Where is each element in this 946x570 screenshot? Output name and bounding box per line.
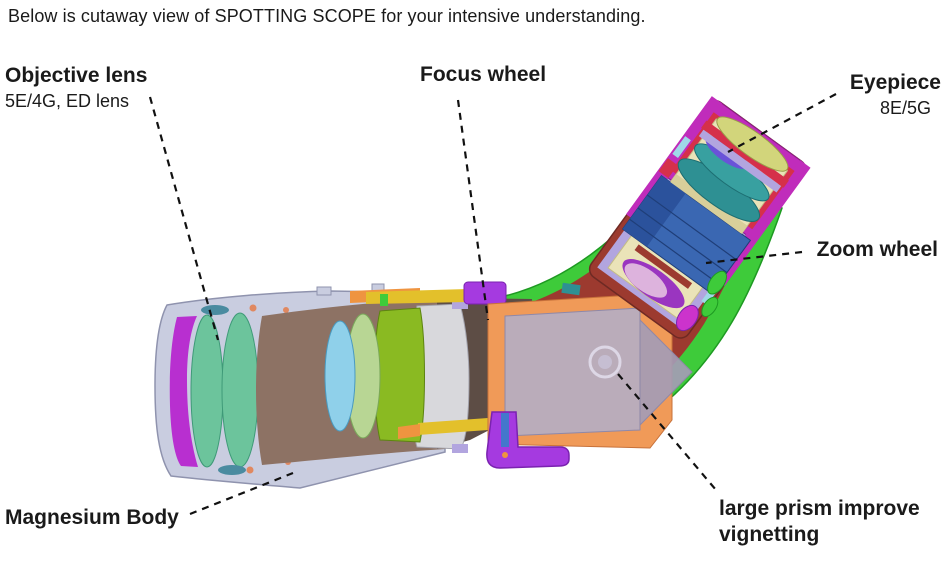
prism-label-line1: large prism improve [719, 497, 920, 520]
eyepiece-spec: 8E/5G [879, 98, 931, 118]
zoom-wheel [621, 174, 752, 295]
objective-retainer-ring [169, 316, 198, 467]
focus-lens-element [324, 320, 356, 432]
objective-lens-element [221, 312, 259, 468]
prism-assembly [487, 282, 693, 449]
focus-wheel-label: Focus wheel [420, 63, 547, 86]
leader-zoom-wheel [705, 250, 803, 265]
prism-screw [588, 345, 622, 379]
page-title: Below is cutaway view of SPOTTING SCOPE … [8, 6, 646, 26]
eyepiece-label: Eyepiece [849, 71, 941, 94]
focus-mechanism [350, 281, 507, 439]
focus-lens-group [324, 300, 470, 453]
prism-glass-face [639, 318, 693, 427]
focus-barrel-green [374, 307, 425, 443]
focus-knob [463, 281, 507, 305]
magnesium-body-label: Magnesium Body [5, 506, 179, 529]
shell-tab [316, 286, 332, 296]
objective-lens-spec: 5E/4G, ED lens [5, 91, 130, 111]
objective-lens-label: Objective lens [5, 64, 148, 87]
eyepiece-base-knobs [675, 270, 727, 332]
eye-lens [716, 116, 789, 172]
leader-objective-lens [148, 96, 220, 341]
eyepiece-assembly [588, 96, 811, 339]
prism-label: large prism improve vignetting [719, 496, 920, 547]
leader-focus-wheel [456, 99, 490, 321]
prism-glass [504, 307, 641, 437]
tripod-foot [486, 411, 570, 469]
leader-magnesium-body [189, 471, 294, 516]
leader-lines [148, 93, 837, 516]
prism-label-line2: vignetting [719, 522, 820, 546]
zoom-wheel-label: Zoom wheel [816, 238, 938, 261]
